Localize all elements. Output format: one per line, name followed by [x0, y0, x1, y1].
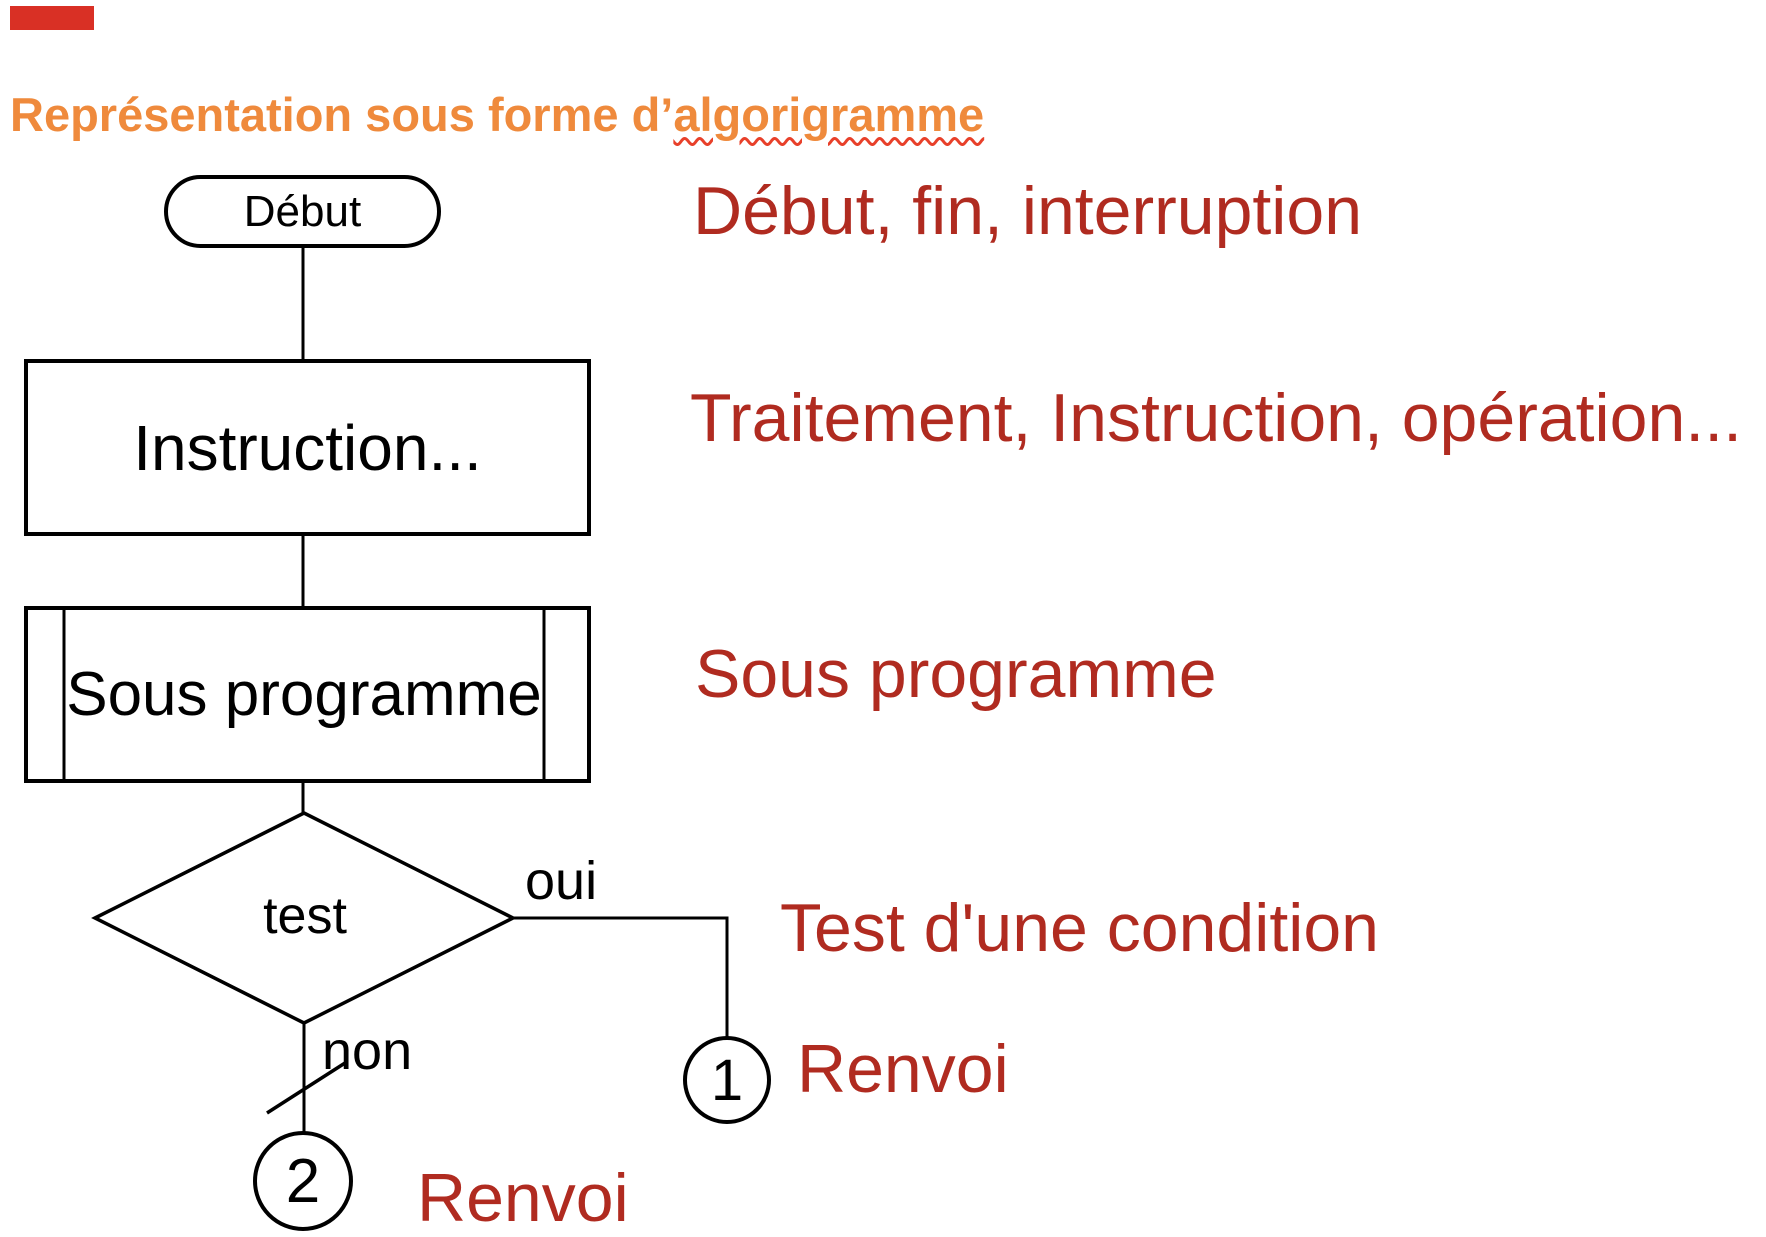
test-diamond-label: test: [263, 887, 347, 945]
connector-2-shape: [253, 1131, 353, 1231]
subprogram-label: Sous programme: [66, 660, 542, 729]
page-title: Représentation sous forme d’algorigramme: [10, 88, 984, 142]
page-title-prefix: Représentation sous forme d’: [10, 88, 674, 141]
misspelled-word: algorigramme: [673, 88, 985, 141]
legend-renvoi-2: Renvoi: [417, 1160, 629, 1236]
legend-renvoi-1: Renvoi: [797, 1031, 1009, 1107]
branch-label-non: non: [322, 1021, 413, 1081]
legend-test-condition: Test d'une condition: [780, 890, 1379, 966]
legend-terminator: Début, fin, interruption: [693, 173, 1363, 249]
legend-subprogram: Sous programme: [695, 636, 1217, 712]
subprogram-shape: [24, 606, 591, 783]
oui-branch-line: [513, 916, 729, 1038]
connector-2-label: 2: [285, 1146, 321, 1216]
corner-red-bar: [10, 6, 94, 30]
connector-1-shape: [683, 1036, 771, 1124]
non-branch-break-tick: [266, 1061, 346, 1115]
instruction-shape: [24, 359, 591, 536]
branch-label-oui: oui: [525, 851, 598, 911]
instruction-label: Instruction...: [133, 411, 482, 484]
legend-treatment: Traitement, Instruction, opération...: [690, 380, 1742, 456]
connector-1-label: 1: [710, 1047, 744, 1113]
start-terminator-label: Début: [243, 186, 362, 236]
